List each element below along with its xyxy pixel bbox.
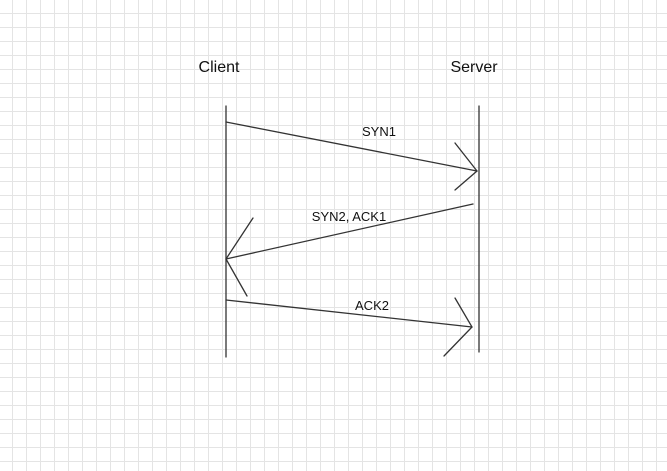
message-syn1-arrow <box>225 121 478 191</box>
client-actor-label: Client <box>198 59 240 76</box>
arrowhead <box>225 217 254 297</box>
message-syn2-ack1-arrow <box>225 203 474 297</box>
server-actor-label: Server <box>450 59 498 76</box>
arrowhead <box>454 142 478 191</box>
arrowhead <box>443 297 473 357</box>
arrow-shaft <box>225 299 473 328</box>
arrow-shaft <box>225 121 478 172</box>
arrow-shaft <box>225 203 474 260</box>
message-syn1-label: SYN1 <box>362 124 396 139</box>
message-ack2-arrow <box>225 297 473 357</box>
message-ack2-label: ACK2 <box>355 298 389 313</box>
message-syn2-ack1-label: SYN2, ACK1 <box>311 209 387 224</box>
